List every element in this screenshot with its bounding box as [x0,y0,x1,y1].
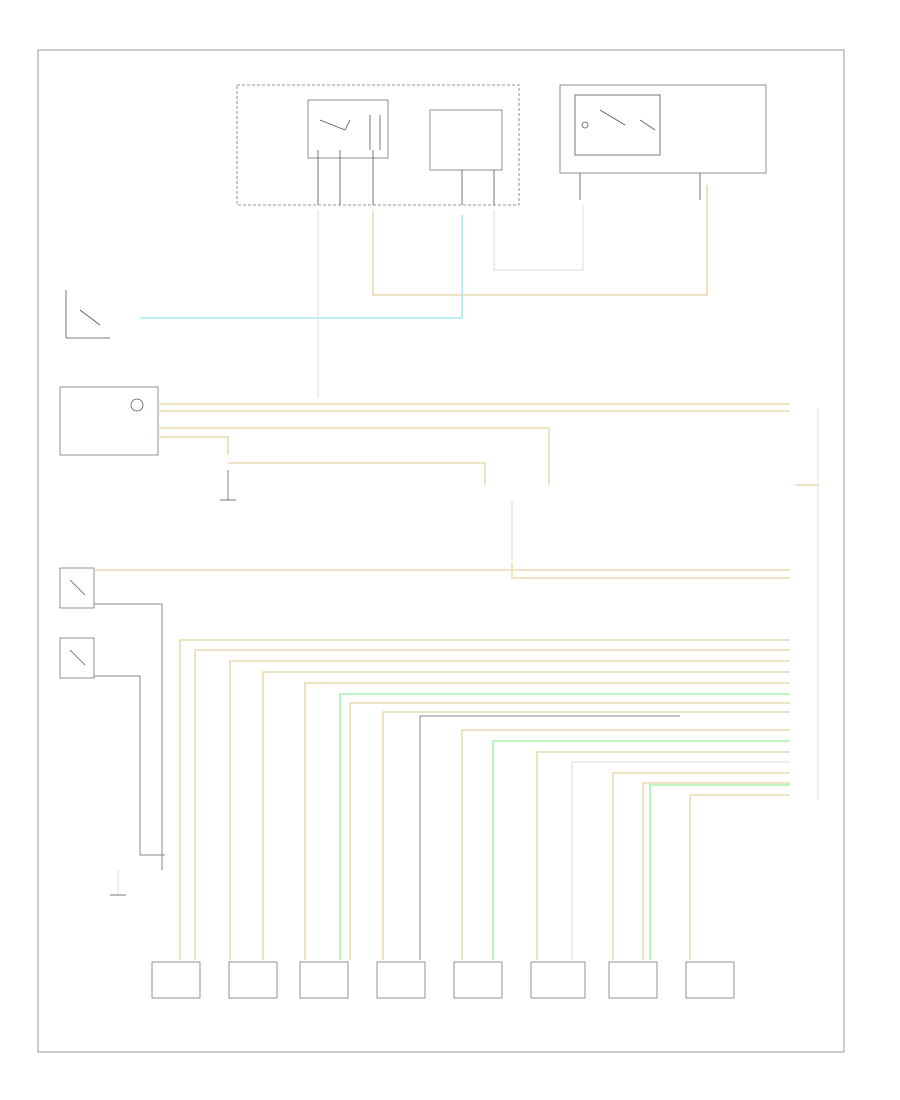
component-2 [228,961,278,999]
wire-ground-a [94,603,163,870]
ignition-switch [59,386,159,456]
relay-box [307,99,389,159]
diagram-frame [37,49,845,1053]
component-8 [685,961,735,999]
component-5 [453,961,503,999]
component-3 [299,961,349,999]
control-module [236,84,520,206]
combination-meter [559,84,767,200]
wire-ign-3 [158,427,550,485]
component-1 [151,961,201,999]
modulator-box [429,109,503,171]
harness [179,639,790,960]
wiper-switch [59,567,95,679]
wire-cyan [140,215,463,319]
wire-w2 [511,562,790,579]
wire-ign-5 [228,462,486,485]
component-4 [376,961,426,999]
wire-ign-4 [158,436,229,455]
wire-ground-b [94,675,165,856]
component-7 [608,961,658,999]
wire-module-meter [493,205,584,271]
headlight-switch [65,290,110,339]
component-6 [530,961,586,999]
bottom-components [151,961,735,999]
wire-tan-top [372,185,708,296]
